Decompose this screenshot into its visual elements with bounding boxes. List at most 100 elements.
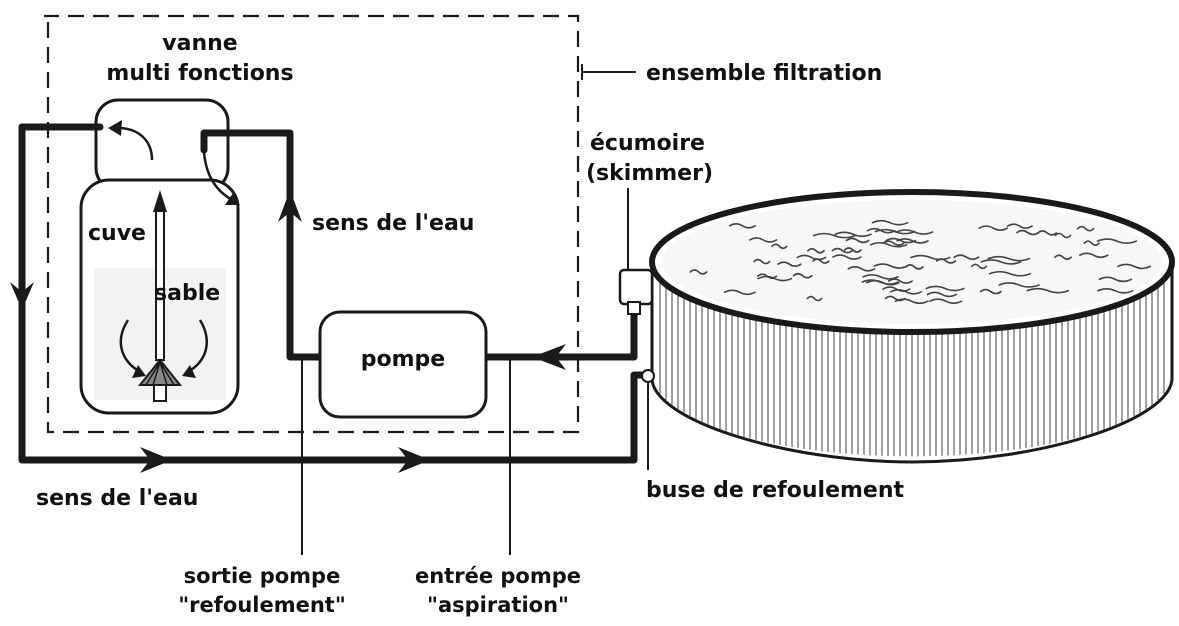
return-nozzle-label: buse de refoulement: [646, 478, 905, 503]
water-ripple: [925, 285, 965, 292]
water-ripple: [979, 288, 1002, 295]
water-ripple: [749, 237, 778, 243]
water-ripple: [812, 232, 856, 239]
pump-inlet-label-line1: entrée pompe: [415, 564, 581, 588]
water-ripple: [980, 259, 1022, 265]
diffuser-stripe: [159, 361, 175, 386]
water-ripple: [896, 238, 929, 244]
above-ground-pool: [649, 189, 1175, 464]
water-ripple: [882, 286, 911, 292]
pump-label: pompe: [361, 347, 445, 372]
sand-flow-arrow-right: [187, 319, 208, 374]
sand-flow-arrowhead-icon: [132, 365, 146, 378]
filter-assembly-label: ensemble filtration: [646, 61, 882, 86]
water-ripple: [871, 219, 909, 226]
pump-body: [318, 310, 488, 419]
return-nozzle: [641, 369, 655, 383]
water-ripple: [887, 278, 913, 284]
water-ripple: [894, 298, 929, 305]
water-ripple: [998, 282, 1040, 288]
skimmer-label-line1: écumoire: [590, 131, 705, 156]
water-ripple: [1117, 263, 1152, 270]
water-ripple: [771, 243, 788, 250]
water-ripple: [792, 272, 813, 279]
water-ripple: [831, 247, 854, 254]
water-ripple: [757, 275, 793, 282]
water-ripple: [904, 264, 924, 270]
water-ripple: [882, 240, 905, 246]
diffuser-stripe: [145, 361, 161, 386]
bottom-pipe-right-arrow-icon: [398, 447, 430, 473]
water-ripple: [689, 269, 708, 275]
water-ripple: [874, 228, 916, 235]
valve-label-line2: multi fonctions: [106, 61, 293, 86]
water-ripple: [757, 273, 778, 279]
pump-to-valve-pipe: [200, 129, 326, 361]
skimmer-neck: [627, 301, 641, 315]
water-ripple: [1054, 232, 1072, 239]
water-ripple: [953, 254, 980, 260]
water-ripple: [728, 223, 757, 229]
inlet-left-arrow-icon: [532, 344, 566, 370]
pump-inlet-label-line2: "aspiration": [427, 593, 569, 617]
water-ripple: [1083, 240, 1100, 246]
pool-wall-stripes: [659, 282, 1165, 457]
diffuser-stripe: [159, 361, 168, 386]
water-ripple: [861, 279, 899, 285]
left-pipe-down-arrow-icon: [10, 282, 34, 310]
water-ripple: [832, 254, 862, 260]
water-ripple: [988, 270, 1032, 277]
water-ripple: [869, 241, 908, 248]
valve-flow-arrow-right: [202, 151, 233, 202]
water-ripple: [847, 266, 876, 272]
diffuser-foot: [153, 384, 167, 402]
water-ripple: [1096, 238, 1138, 244]
water-ripple: [845, 237, 870, 244]
water-ripple: [1076, 225, 1095, 232]
pump-outlet-label-line1: sortie pompe: [184, 564, 341, 588]
return-pipe: [18, 123, 650, 464]
water-ripple: [723, 289, 756, 296]
water-ripple: [796, 254, 827, 261]
water-ripple: [978, 225, 1009, 231]
water-ripple: [777, 261, 802, 268]
multi-function-valve-body: [94, 98, 230, 192]
riser-up-arrow-icon: [278, 190, 302, 222]
water-direction-label-top: sens de l'eau: [312, 211, 474, 236]
tank-label: cuve: [88, 221, 146, 246]
water-ripple: [926, 291, 958, 298]
water-ripple: [1054, 254, 1072, 261]
water-ripple: [807, 247, 825, 254]
skimmer-box: [618, 268, 654, 306]
water-ripple: [873, 263, 909, 269]
water-ripple: [1026, 287, 1070, 294]
sand-flow-arrowhead-icon: [182, 365, 196, 378]
water-ripple: [1079, 252, 1109, 259]
water-ripple: [1006, 223, 1033, 229]
water-ripple: [885, 237, 917, 244]
valve-flow-arrow-left: [117, 126, 154, 161]
valve-flow-arrowhead-icon: [225, 193, 240, 205]
pool-water-ripples: [689, 219, 1152, 305]
water-ripple: [1037, 230, 1058, 236]
filtration-assembly-boundary: [44, 14, 580, 434]
water-direction-label-bottom: sens de l'eau: [36, 486, 198, 511]
bottom-pipe-right-arrow-icon: [140, 447, 172, 473]
water-ripple: [1097, 288, 1134, 294]
diffuser-stripe: [152, 361, 161, 386]
pump-outlet-label-line2: "refoulement": [178, 593, 346, 617]
water-ripple: [1098, 276, 1133, 283]
water-ripple: [929, 298, 963, 304]
tube-up-arrow-icon: [153, 190, 167, 212]
skimmer-label-line2: (skimmer): [586, 161, 713, 186]
water-ripple: [910, 254, 951, 261]
water-ripple: [970, 263, 988, 270]
water-ripple: [806, 295, 823, 302]
water-ripple: [753, 258, 771, 265]
sand-flow-arrow-left: [119, 319, 141, 374]
water-ripple: [987, 255, 1031, 262]
water-ripple: [834, 231, 872, 238]
water-ripple: [812, 258, 830, 264]
water-ripple: [889, 288, 923, 295]
